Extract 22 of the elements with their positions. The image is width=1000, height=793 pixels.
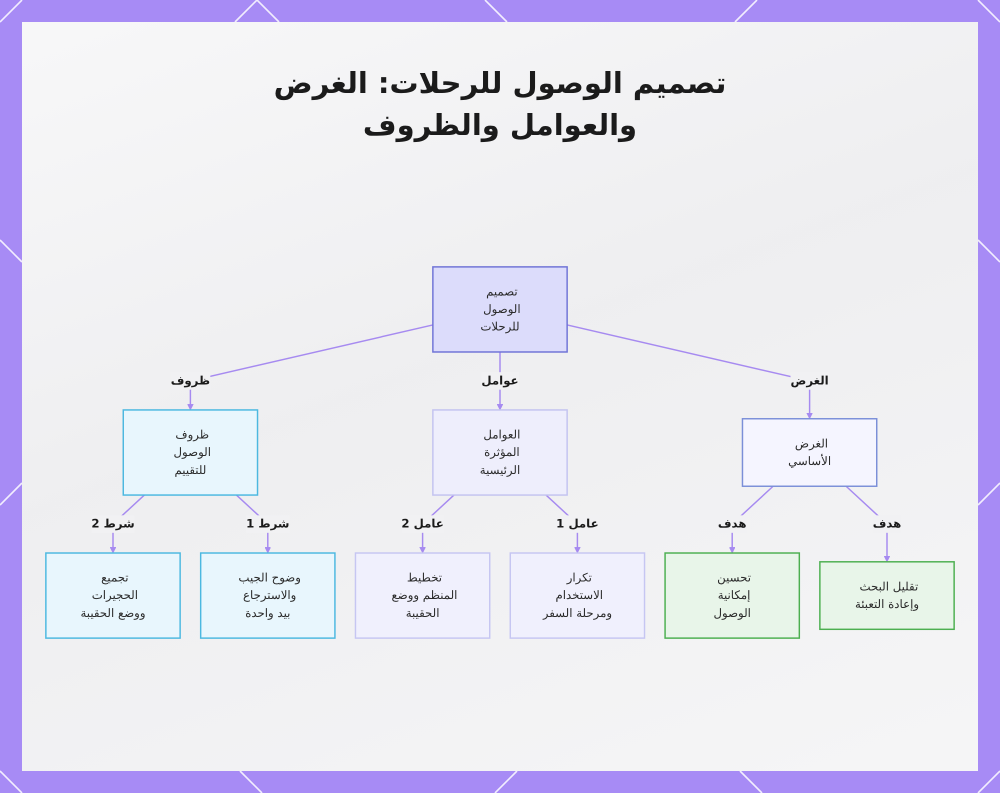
- title: تصميم الوصول للرحلات: الغرض والعوامل والظروف: [272, 65, 728, 144]
- node-box: ظروف الوصول للتقييم: [122, 409, 258, 496]
- node-box: وضوح الجيب والاسترجاع بيد واحدة: [200, 552, 336, 639]
- edge-label: عامل 2: [401, 516, 444, 531]
- arrow: [187, 324, 434, 410]
- edge-label: الغرض: [790, 374, 829, 388]
- node-box: تقليل البحث وإعادة التعبئة: [819, 561, 955, 630]
- edge-label: عامل 1: [556, 516, 599, 531]
- node-box: تجميع الحجيرات ووضع الحقيبة: [45, 552, 181, 639]
- node-box: تخطيط المنظم ووضع الحقيبة: [354, 552, 490, 639]
- edge-label: هدف: [872, 516, 902, 531]
- node-box: تحسين إمكانية الوصول: [664, 552, 800, 639]
- node-box: الغرض الأساسي: [742, 418, 878, 487]
- node-box: تكرار الاستخدام ومرحلة السفر: [510, 552, 646, 639]
- edge-label: ظروف: [170, 374, 210, 388]
- edge-label: شرط 1: [246, 516, 290, 531]
- node-box: تصميم الوصول للرحلات: [432, 266, 568, 353]
- arrow: [566, 324, 813, 420]
- edge-label: هدف: [718, 516, 746, 531]
- node-box: العوامل المؤثرة الرئيسية: [432, 409, 568, 496]
- edge-label: عوامل: [481, 374, 519, 388]
- edge-label: شرط 2: [91, 516, 135, 531]
